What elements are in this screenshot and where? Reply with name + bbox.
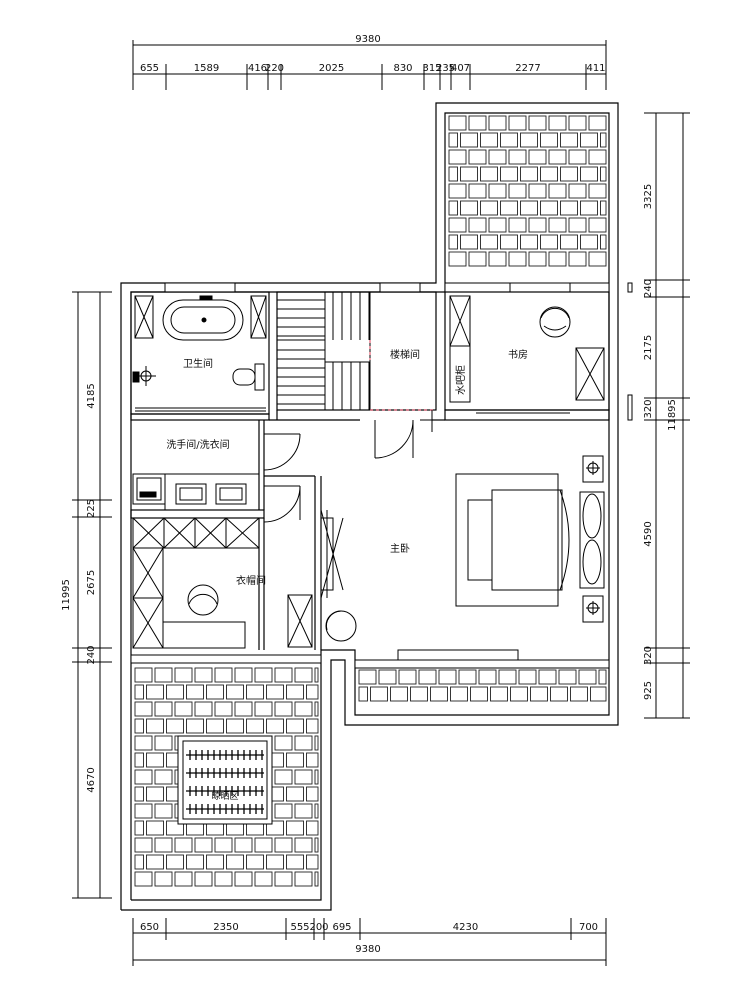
room-label-study: 书房 [508, 348, 528, 361]
right-segment-label: 320 [643, 399, 654, 418]
room-label-stairwell: 楼梯间 [390, 348, 420, 361]
left-segment-label: 4185 [86, 383, 97, 408]
right-segment-label: 4590 [643, 521, 654, 546]
bottom-segment-label: 200 [309, 922, 328, 933]
right-segment-label: 320 [643, 646, 654, 665]
room-label-laundry: 洗手间/洗衣间 [166, 438, 229, 451]
room-label-water-bar: 水吧柜 [454, 365, 467, 395]
staircase [277, 292, 371, 410]
right-segment-label: 925 [643, 681, 654, 700]
top-segment-label: 830 [393, 63, 412, 74]
left-segment-label: 2675 [86, 570, 97, 595]
room-label-master-bedroom: 主卧 [390, 542, 410, 555]
right-segment-label: 3325 [643, 184, 654, 209]
drying-rack-hangers [186, 750, 264, 814]
bottom-segment-label: 695 [332, 922, 351, 933]
study-chair [539, 306, 571, 338]
left-segment-labels: 4185 225 2675 240 4670 [86, 383, 97, 792]
bedroom-chair [325, 610, 357, 642]
bathtub [162, 295, 244, 341]
top-total-label: 9380 [355, 34, 380, 45]
toilet [232, 363, 265, 391]
bath-side-cabinets [134, 295, 267, 339]
room-label-cloakroom: 衣帽间 [236, 574, 266, 587]
top-segment-label: 1589 [194, 63, 219, 74]
top-right-balcony-tiles [448, 115, 607, 267]
right-segment-label: 2175 [643, 335, 654, 360]
study-sliding-door [476, 409, 570, 414]
bottom-dimension-chain [132, 918, 607, 966]
windows [130, 282, 633, 669]
master-bed [455, 473, 605, 607]
top-segment-label: 315 [422, 63, 441, 74]
left-segment-label: 4670 [86, 767, 97, 792]
top-segment-label: 416 [248, 63, 267, 74]
cloakroom-chair [187, 584, 219, 616]
bottom-segment-label: 555 [290, 922, 309, 933]
dressing-table [162, 621, 246, 649]
bottom-segment-label: 2350 [213, 922, 238, 933]
shower-icon [132, 366, 156, 386]
left-dimension-chain [72, 291, 112, 899]
right-total-label: 11895 [667, 399, 678, 431]
drying-rack [177, 735, 273, 825]
right-dimension-chain [644, 112, 690, 719]
bottom-segment-label: 650 [140, 922, 159, 933]
wash-basins [164, 473, 260, 511]
doors [263, 410, 433, 523]
top-segment-label: 235 [436, 63, 455, 74]
top-segment-label: 2025 [319, 63, 344, 74]
red-dashed-marks [369, 340, 436, 411]
left-segment-label: 240 [86, 645, 97, 664]
washing-machine [132, 473, 166, 505]
bathroom-glass-partition [135, 407, 266, 412]
top-segment-label: 220 [265, 63, 284, 74]
top-segment-label: 411 [586, 63, 605, 74]
right-segment-label: 240 [643, 279, 654, 298]
top-segment-label: 2277 [515, 63, 540, 74]
bedside-table-bottom [582, 595, 604, 623]
room-label-bathroom: 卫生间 [183, 357, 213, 370]
top-segment-label: 655 [140, 63, 159, 74]
wardrobe-top [132, 517, 260, 549]
bottom-segment-label: 4230 [453, 922, 478, 933]
bottom-right-balcony-tiles [358, 669, 607, 702]
bottom-segment-label: 700 [579, 922, 598, 933]
tv-cabinet [320, 509, 344, 599]
wardrobe-right [287, 594, 313, 648]
top-segment-label: 407 [451, 63, 470, 74]
left-total-label: 11995 [61, 579, 72, 611]
study-cabinet [575, 347, 605, 401]
water-bar-cabinet [449, 295, 471, 403]
bottom-total-label: 9380 [355, 944, 380, 955]
top-dimension-chain [132, 40, 607, 90]
left-segment-label: 225 [86, 499, 97, 518]
wardrobe-left [132, 547, 164, 649]
bedside-table-top [582, 455, 604, 483]
room-label-drying-area: 晾晒区 [211, 790, 238, 802]
right-segment-labels: 3325 240 2175 320 4590 320 925 [643, 184, 654, 700]
